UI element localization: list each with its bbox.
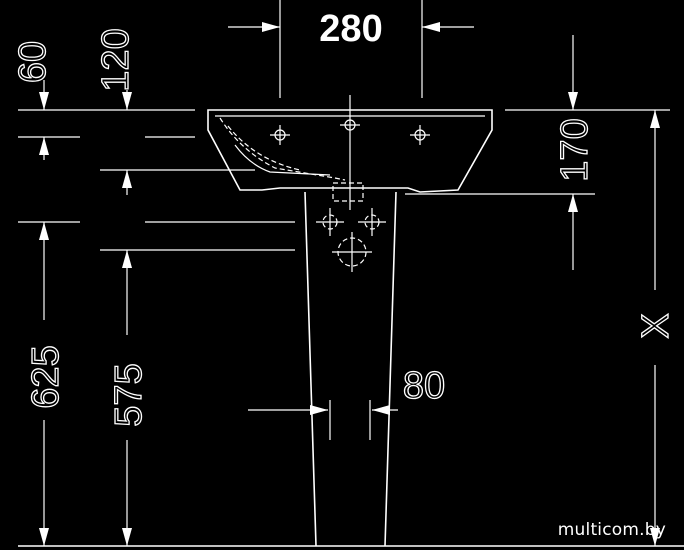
drain-outlet: [332, 182, 364, 202]
dim-label-170: 170: [554, 118, 596, 181]
dim-label-280: 280: [319, 8, 382, 50]
dim-120: [122, 90, 132, 195]
tap-hole-right: [410, 125, 430, 145]
basin-bowl-hidden: [219, 117, 346, 181]
dim-label-625: 625: [25, 345, 67, 408]
dim-60: [39, 80, 49, 160]
dim-label-x: X: [635, 313, 677, 338]
watermark: multicom.by: [557, 520, 666, 540]
tap-hole-center: [340, 95, 360, 210]
dim-x: [650, 110, 660, 546]
supply-valve-left: [316, 208, 344, 236]
waste-connection: [332, 232, 372, 272]
dim-625: [39, 222, 49, 546]
dim-left-extensions: [18, 109, 295, 251]
dim-575: [122, 250, 132, 546]
basin-drain-hidden: [227, 125, 301, 171]
supply-valve-right: [358, 208, 386, 236]
dim-label-60: 60: [12, 41, 54, 83]
dim-label-80: 80: [403, 365, 445, 407]
basin-front-lip: [234, 144, 331, 176]
dim-right-extensions: [405, 109, 670, 195]
tap-hole-left: [270, 125, 290, 145]
dim-80: [248, 405, 398, 415]
dim-label-575: 575: [108, 363, 150, 426]
dim-280: [228, 0, 474, 98]
dim-label-120: 120: [95, 28, 137, 91]
dim-170: [568, 35, 578, 270]
pedestal-outline: [304, 191, 397, 547]
